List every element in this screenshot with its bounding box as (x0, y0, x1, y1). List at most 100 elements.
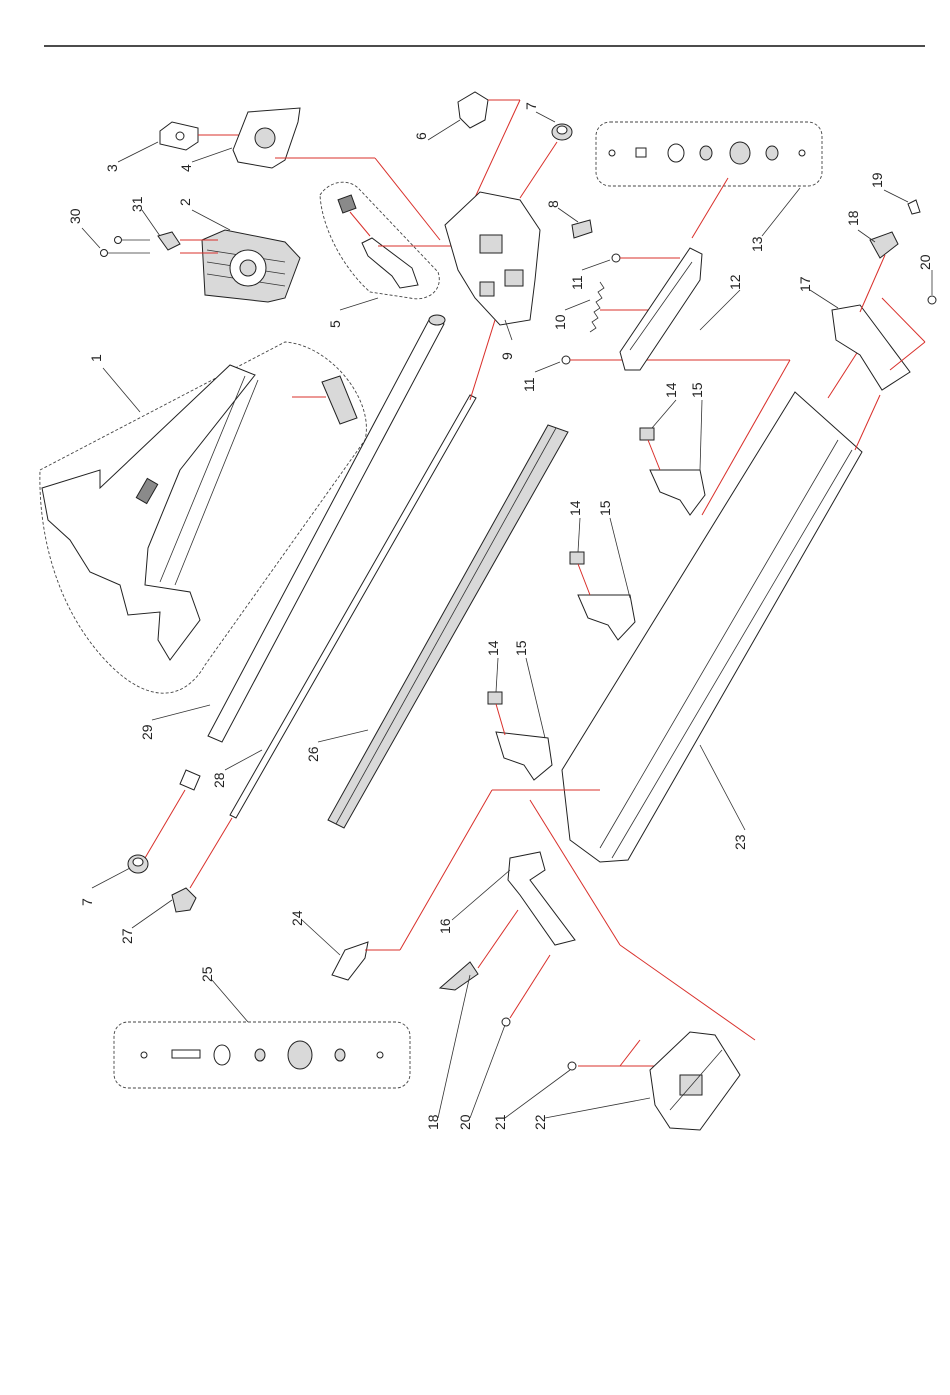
callout-8: 8 (545, 200, 578, 222)
part-13-gear-train-group (596, 122, 822, 238)
part-5-connector-group (320, 182, 455, 299)
callout-4: 4 (178, 148, 232, 172)
callout-3: 3 (104, 142, 158, 172)
svg-text:11: 11 (521, 377, 537, 392)
callout-18-top: 18 (845, 210, 875, 242)
svg-text:19: 19 (869, 172, 885, 188)
part-14-15-bracket-set-a (640, 428, 705, 515)
svg-text:15: 15 (513, 640, 529, 656)
callout-29: 29 (139, 705, 210, 740)
callout-2: 2 (177, 198, 230, 230)
svg-text:29: 29 (139, 724, 155, 740)
callout-22: 22 (532, 1098, 650, 1130)
part-7-bushing-bottom (128, 855, 148, 873)
part-25-gear-train-group (114, 1022, 410, 1088)
callout-14-a: 14 (652, 382, 679, 428)
callout-16: 16 (437, 870, 510, 934)
callout-27: 27 (119, 900, 172, 944)
svg-text:9: 9 (499, 352, 515, 360)
part-21-screw (568, 1040, 665, 1070)
callout-12: 12 (700, 274, 743, 330)
svg-text:14: 14 (485, 640, 501, 656)
callout-15-b: 15 (597, 500, 630, 598)
part-7-bushing-top (520, 124, 572, 198)
svg-text:28: 28 (211, 772, 227, 788)
callout-9: 9 (499, 320, 515, 360)
part-14-15-bracket-set-c (488, 692, 552, 780)
svg-text:5: 5 (327, 320, 343, 328)
svg-text:30: 30 (67, 208, 83, 224)
svg-text:10: 10 (552, 314, 568, 330)
svg-text:25: 25 (199, 966, 215, 982)
part-4-carriage-cover (233, 108, 440, 240)
part-17-side-bracket (832, 305, 910, 390)
callout-13: 13 (749, 188, 800, 252)
part-19-clip (908, 200, 920, 214)
callout-26: 26 (305, 730, 368, 762)
svg-text:23: 23 (732, 834, 748, 850)
svg-text:14: 14 (663, 382, 679, 398)
callout-6: 6 (413, 120, 460, 140)
callout-7-top: 7 (523, 102, 555, 122)
part-9-carriage (445, 192, 540, 325)
callout-15-c: 15 (513, 640, 545, 738)
callout-30: 30 (67, 208, 100, 248)
svg-text:16: 16 (437, 918, 453, 934)
callout-17: 17 (797, 276, 838, 308)
callout-14-c: 14 (485, 640, 501, 692)
callout-1: 1 (88, 354, 140, 412)
callout-14-b: 14 (567, 500, 583, 552)
svg-text:31: 31 (129, 196, 145, 212)
svg-text:18: 18 (425, 1114, 441, 1130)
part-22-end-assembly (650, 1032, 740, 1130)
svg-text:2: 2 (177, 198, 193, 206)
part-1-flat-cable-group (40, 342, 367, 693)
part-8-pad (572, 220, 592, 238)
svg-text:18: 18 (845, 210, 861, 226)
callout-21: 21 (492, 1070, 570, 1130)
svg-text:3: 3 (104, 164, 120, 172)
part-14-15-bracket-set-b (570, 552, 635, 640)
svg-text:4: 4 (178, 164, 194, 172)
callout-11-bottom: 11 (521, 362, 560, 392)
svg-text:26: 26 (305, 746, 321, 762)
part-24-latch (332, 790, 600, 980)
callout-20-top: 20 (917, 254, 933, 295)
part-30-31-screws (101, 232, 181, 257)
part-27-clip (172, 888, 196, 912)
part-2-motor-block (180, 230, 300, 302)
svg-text:22: 22 (532, 1114, 548, 1130)
svg-text:6: 6 (413, 132, 429, 140)
callout-7-bottom: 7 (79, 868, 130, 906)
svg-text:15: 15 (597, 500, 613, 516)
svg-text:20: 20 (917, 254, 933, 270)
svg-text:15: 15 (689, 382, 705, 398)
callout-18-bottom: 18 (425, 975, 470, 1130)
callout-25: 25 (199, 966, 248, 1022)
svg-text:7: 7 (79, 898, 95, 906)
svg-text:27: 27 (119, 928, 135, 944)
part-20-screw-bottom (502, 955, 550, 1026)
callout-20-bottom: 20 (457, 1025, 505, 1130)
callout-24: 24 (289, 910, 340, 955)
svg-text:17: 17 (797, 276, 813, 292)
svg-text:7: 7 (523, 102, 539, 110)
callout-5: 5 (327, 298, 378, 328)
svg-text:14: 14 (567, 500, 583, 516)
part-12-rail-bracket (620, 248, 702, 370)
callout-19: 19 (869, 172, 908, 202)
svg-text:1: 1 (88, 354, 104, 362)
callout-31: 31 (129, 196, 160, 236)
svg-text:24: 24 (289, 910, 305, 926)
callout-23: 23 (700, 745, 748, 850)
part-18-lever-top (860, 232, 898, 312)
svg-text:13: 13 (749, 236, 765, 252)
svg-text:12: 12 (727, 274, 743, 290)
svg-text:8: 8 (545, 200, 561, 208)
callout-15-a: 15 (689, 382, 705, 470)
svg-text:21: 21 (492, 1114, 508, 1130)
callout-11-top: 11 (569, 260, 610, 290)
callout-10: 10 (552, 300, 590, 330)
part-29-guide-shaft (145, 315, 445, 858)
